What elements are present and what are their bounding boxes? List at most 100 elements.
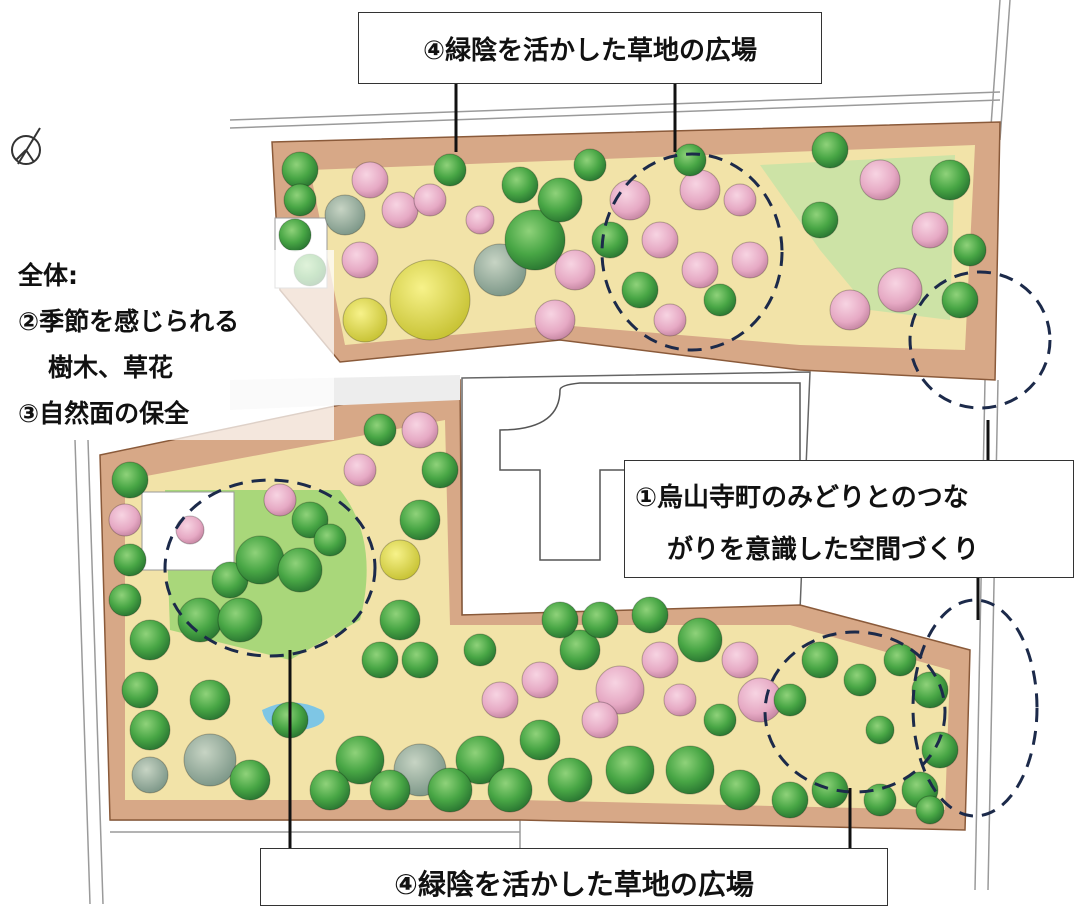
tree-1 — [283, 183, 317, 217]
tree-56 — [263, 483, 297, 517]
tree-19 — [641, 221, 679, 259]
tree-108 — [631, 596, 669, 634]
tree-6 — [381, 191, 419, 229]
tree-64 — [177, 597, 223, 643]
tree-10 — [342, 297, 388, 343]
legend-item1-line1: ②季節を感じられる — [18, 307, 240, 336]
tree-63 — [343, 453, 377, 487]
tree-85 — [335, 735, 385, 785]
tree-27 — [673, 143, 707, 177]
tree-40 — [111, 461, 149, 499]
tree-44 — [129, 619, 171, 661]
tree-14 — [501, 166, 539, 204]
tree-28 — [811, 131, 849, 169]
tree-29 — [859, 159, 901, 201]
tree-59 — [399, 499, 441, 541]
tree-70 — [463, 633, 497, 667]
tree-16 — [534, 299, 576, 341]
dashed-circle-far-right — [911, 598, 1039, 818]
tree-79 — [703, 703, 737, 737]
tree-92 — [665, 745, 715, 795]
tree-83 — [455, 735, 505, 785]
tree-94 — [771, 781, 809, 819]
tree-71 — [481, 681, 519, 719]
tree-5 — [324, 194, 366, 236]
dashed-circle-top — [600, 152, 784, 352]
tree-34 — [941, 281, 979, 319]
tree-80 — [663, 683, 697, 717]
tree-31 — [911, 211, 949, 249]
tree-36 — [573, 148, 607, 182]
tree-0 — [281, 151, 319, 189]
legend-item1-line2: 樹木、草花 — [48, 353, 174, 382]
tree-48 — [189, 679, 231, 721]
tree-100 — [883, 643, 917, 677]
tree-35 — [953, 233, 987, 267]
tree-67 — [401, 641, 439, 679]
tree-58 — [379, 539, 421, 581]
tree-76 — [677, 617, 723, 663]
tree-39 — [801, 201, 839, 239]
callout-bottom: ④緑陰を活かした草地の広場 — [260, 848, 888, 906]
tree-24 — [703, 283, 737, 317]
tree-9 — [389, 259, 471, 341]
tree-102 — [801, 641, 839, 679]
tree-66 — [379, 599, 421, 641]
tree-47 — [131, 756, 169, 794]
tree-37 — [433, 153, 467, 187]
tree-93 — [719, 769, 761, 811]
tree-49 — [183, 733, 237, 787]
tree-25 — [731, 241, 769, 279]
tree-87 — [369, 769, 411, 811]
tree-69 — [175, 515, 205, 545]
tree-107 — [581, 601, 619, 639]
legend-heading: 全体: — [18, 261, 78, 290]
north-arrow-icon — [11, 127, 41, 165]
tree-46 — [129, 709, 171, 751]
tree-7 — [341, 241, 379, 279]
callout-right-line1: ①烏山寺町のみどりとのつな — [635, 483, 969, 513]
tree-30 — [929, 159, 971, 201]
tree-60 — [421, 451, 459, 489]
tree-95 — [811, 771, 849, 809]
callout-bottom-text: ④緑陰を活かした草地の広場 — [394, 868, 754, 901]
tree-86 — [309, 769, 351, 811]
tree-68 — [361, 641, 399, 679]
tree-105 — [915, 795, 945, 825]
legend-item2: ③自然面の保全 — [18, 399, 190, 428]
tree-15 — [554, 249, 596, 291]
tree-73 — [559, 629, 601, 671]
dashed-circle-top-right — [908, 270, 1052, 410]
building-outline — [499, 382, 801, 561]
callout-right-line2: がりを意識した空間づくり — [667, 535, 980, 565]
dashed-circle-bottom-right — [763, 630, 947, 794]
legend-panel: 全体: ②季節を感じられる 樹木、草花 ③自然面の保全 — [14, 250, 334, 440]
tree-96 — [863, 783, 897, 817]
tree-75 — [641, 641, 679, 679]
tree-41 — [108, 503, 142, 537]
leader-lines — [288, 82, 990, 850]
tree-106 — [541, 601, 579, 639]
tree-91 — [605, 745, 655, 795]
tree-88 — [427, 767, 473, 813]
tree-38 — [465, 205, 495, 235]
tree-98 — [921, 731, 959, 769]
tree-62 — [363, 413, 397, 447]
tree-21 — [653, 303, 687, 337]
tree-77 — [721, 641, 759, 679]
tree-4 — [351, 161, 389, 199]
tree-13 — [537, 177, 583, 223]
tree-32 — [877, 267, 923, 313]
tree-103 — [773, 683, 807, 717]
tree-65 — [217, 597, 263, 643]
tree-43 — [108, 583, 142, 617]
tree-82 — [519, 719, 561, 761]
tree-2 — [278, 218, 312, 252]
tree-8 — [413, 183, 447, 217]
tree-33 — [829, 289, 871, 331]
tree-74 — [595, 665, 645, 715]
tree-50 — [229, 759, 271, 801]
tree-54 — [277, 547, 323, 593]
tree-57 — [313, 523, 347, 557]
tree-81 — [581, 701, 619, 739]
